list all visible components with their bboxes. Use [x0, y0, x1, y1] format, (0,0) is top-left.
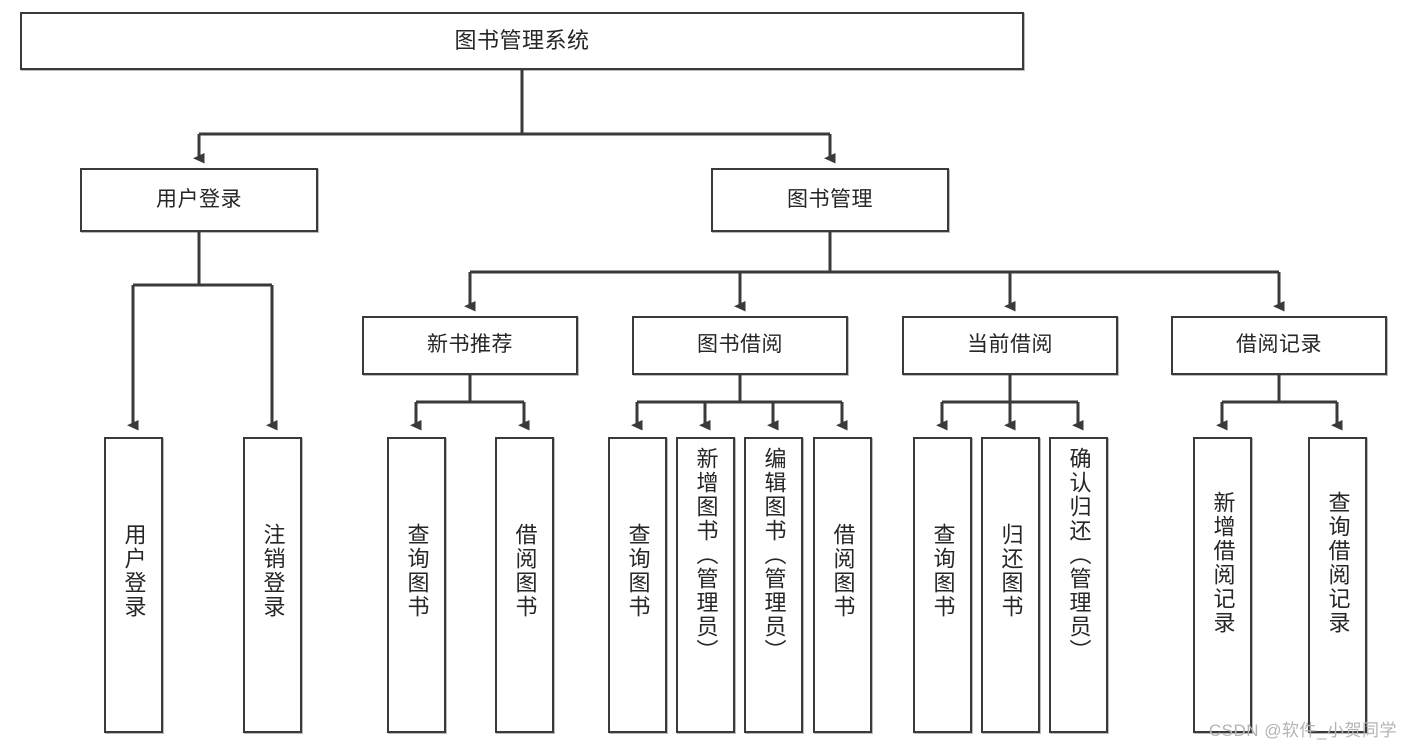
node-label: 用户登录	[121, 523, 147, 619]
leaf-book-borrow-add[interactable]: 新增图书（管理员）	[676, 437, 735, 733]
node-label: 查询图书	[625, 523, 651, 619]
leaf-user-login-logout[interactable]: 注销登录	[243, 437, 302, 733]
node-label: 归还图书	[998, 523, 1024, 619]
node-label: 查询图书	[404, 523, 430, 619]
leaf-current-borrow-query[interactable]: 查询图书	[913, 437, 972, 733]
node-label: 用户登录	[156, 187, 242, 211]
node-label: 图书借阅	[697, 333, 783, 357]
node-label: 查询图书	[930, 523, 956, 619]
leaf-current-borrow-confirm-return[interactable]: 确认归还（管理员）	[1049, 437, 1108, 733]
node-root-book-management-system[interactable]: 图书管理系统	[20, 12, 1024, 70]
node-label: 注销登录	[260, 523, 286, 619]
leaf-borrow-record-query[interactable]: 查询借阅记录	[1308, 437, 1367, 733]
node-book-management[interactable]: 图书管理	[711, 168, 949, 232]
node-label: 借阅图书	[830, 523, 856, 619]
leaf-new-book-query[interactable]: 查询图书	[387, 437, 446, 733]
node-current-borrow[interactable]: 当前借阅	[902, 316, 1118, 375]
leaf-book-borrow-query[interactable]: 查询图书	[608, 437, 667, 733]
leaf-current-borrow-return[interactable]: 归还图书	[981, 437, 1040, 733]
node-label: 借阅记录	[1236, 333, 1322, 357]
node-new-book-recommend[interactable]: 新书推荐	[362, 316, 578, 375]
leaf-borrow-record-add[interactable]: 新增借阅记录	[1193, 437, 1252, 733]
node-label: 新增借阅记录	[1210, 491, 1236, 635]
node-label: 图书管理系统	[454, 28, 590, 54]
node-user-login[interactable]: 用户登录	[80, 168, 318, 232]
node-label: 借阅图书	[512, 523, 538, 619]
node-label: 编辑图书（管理员）	[761, 447, 787, 663]
node-label: 新书推荐	[427, 333, 513, 357]
node-label: 当前借阅	[967, 333, 1053, 357]
leaf-new-book-borrow[interactable]: 借阅图书	[495, 437, 554, 733]
leaf-user-login-login[interactable]: 用户登录	[104, 437, 163, 733]
node-borrow-record[interactable]: 借阅记录	[1171, 316, 1387, 375]
node-label: 新增图书（管理员）	[693, 447, 719, 663]
leaf-book-borrow-borrow[interactable]: 借阅图书	[813, 437, 872, 733]
node-book-borrow[interactable]: 图书借阅	[632, 316, 848, 375]
watermark: CSDN @软件_小贺同学	[1208, 721, 1397, 740]
node-label: 查询借阅记录	[1325, 491, 1351, 635]
leaf-book-borrow-edit[interactable]: 编辑图书（管理员）	[744, 437, 803, 733]
node-label: 图书管理	[787, 187, 873, 211]
node-label: 确认归还（管理员）	[1066, 447, 1092, 663]
